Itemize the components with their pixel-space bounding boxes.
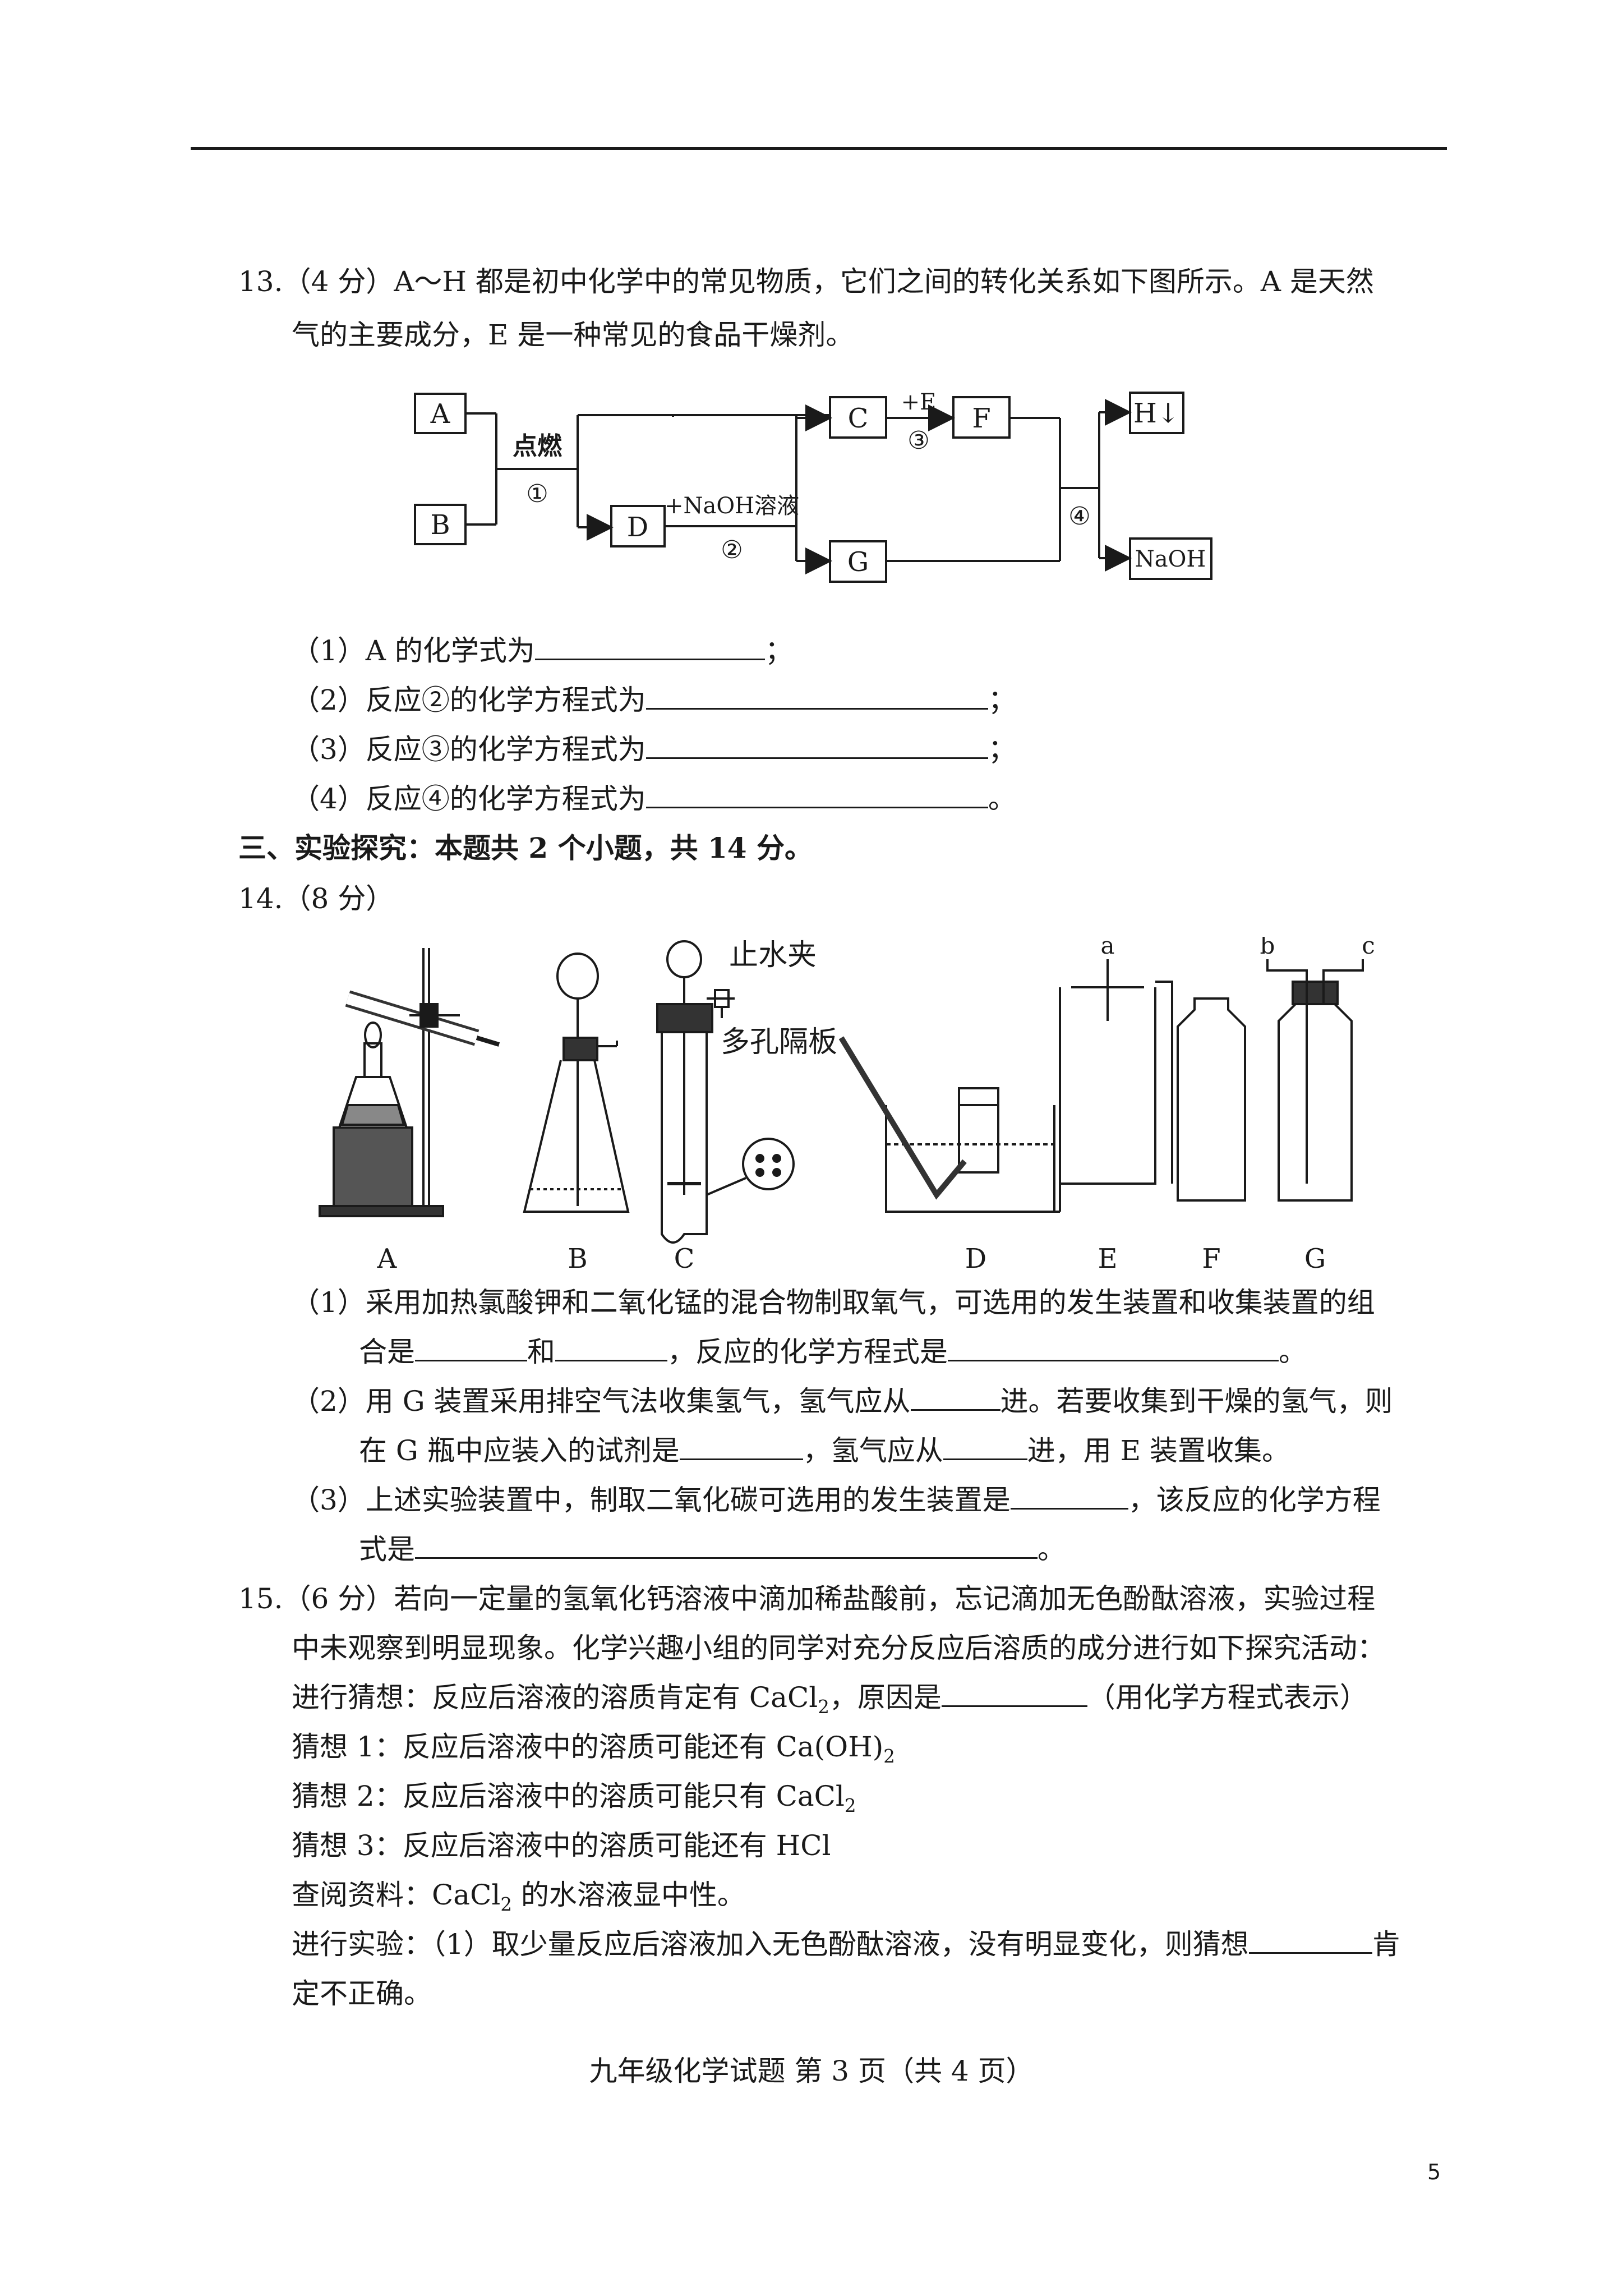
label-H: H↓ bbox=[1133, 398, 1179, 429]
q14-part2-line2: 在 G 瓶中应装入的试剂是，氢气应从进，用 E 装置收集。 bbox=[359, 1434, 1290, 1467]
label-C: C bbox=[848, 403, 869, 434]
answer-blank[interactable] bbox=[534, 636, 765, 660]
q15-experiment-line1: 进行实验：（1）取少量反应后溶液加入无色酚酞溶液，没有明显变化，则猜想肯 bbox=[292, 1928, 1400, 1961]
apparatus-label-G: G bbox=[1304, 1243, 1326, 1273]
label-plusE: +E bbox=[901, 389, 937, 415]
label-G: G bbox=[847, 546, 869, 578]
q14-apparatus-diagram: A B C D E F G 止水夹 多孔隔板 a b c bbox=[314, 932, 1436, 1276]
apparatus-A bbox=[319, 948, 500, 1217]
answer-blank[interactable] bbox=[943, 1436, 1027, 1460]
label-D: D bbox=[627, 512, 648, 543]
q15-line1: 15.（6 分）若向一定量的氢氧化钙溶液中滴加稀盐酸前，忘记滴加无色酚酞溶液，实… bbox=[238, 1582, 1376, 1615]
q14-part1-line2: 合是和，反应的化学方程式是。 bbox=[359, 1336, 1307, 1368]
apparatus-C bbox=[656, 940, 795, 1244]
apparatus-label-C: C bbox=[674, 1243, 695, 1273]
answer-blank[interactable] bbox=[948, 1337, 1279, 1361]
q14-heading: 14.（8 分） bbox=[238, 882, 394, 915]
label-porous-plate: 多孔隔板 bbox=[721, 1025, 837, 1059]
apparatus-G bbox=[1266, 959, 1364, 1202]
q15-experiment-line2: 定不正确。 bbox=[292, 1977, 432, 2010]
answer-blank[interactable] bbox=[910, 1387, 1000, 1411]
page-footer: 九年级化学试题 第 3 页（共 4 页） bbox=[589, 2055, 1034, 2087]
q15-guess1: 猜想 1：反应后溶液中的溶质可能还有 Ca(OH)2 bbox=[292, 1731, 895, 1767]
answer-blank[interactable] bbox=[941, 1683, 1087, 1707]
answer-blank[interactable] bbox=[645, 784, 988, 808]
label-stop-clip: 止水夹 bbox=[729, 938, 817, 972]
apparatus-label-F: F bbox=[1202, 1243, 1220, 1273]
label-port-c: c bbox=[1362, 937, 1375, 959]
q14-part1-line1: （1）采用加热氯酸钾和二氧化锰的混合物制取氧气，可选用的发生装置和收集装置的组 bbox=[292, 1286, 1375, 1319]
apparatus-label-E: E bbox=[1098, 1243, 1117, 1273]
label-r4: ④ bbox=[1068, 502, 1090, 531]
q15-reference-info: 查阅资料：CaCl2 的水溶液显中性。 bbox=[292, 1879, 745, 1915]
apparatus-E bbox=[1043, 959, 1156, 1213]
apparatus-F bbox=[1155, 981, 1246, 1202]
label-naoh-solution: +NaOH溶液 bbox=[665, 493, 799, 519]
label-F: F bbox=[972, 403, 990, 434]
q15-hypothesis-intro: 进行猜想：反应后溶液的溶质肯定有 CaCl2，原因是（用化学方程式表示） bbox=[292, 1681, 1368, 1718]
answer-blank[interactable] bbox=[555, 1337, 667, 1361]
answer-blank[interactable] bbox=[679, 1436, 803, 1460]
apparatus-B bbox=[523, 953, 630, 1213]
answer-blank[interactable] bbox=[1248, 1930, 1372, 1954]
q13-sub4: （4）反应④的化学方程式为。 bbox=[292, 783, 1016, 815]
q13-flow-diagram: A B D C G F H↓ NaOH 点燃 ① +NaOH溶液 ② +E ③ … bbox=[409, 387, 1239, 602]
label-NaOH: NaOH bbox=[1135, 546, 1206, 572]
apparatus-D bbox=[838, 1036, 1055, 1213]
label-r2: ② bbox=[721, 536, 743, 564]
answer-blank[interactable] bbox=[1010, 1485, 1128, 1510]
label-A: A bbox=[430, 398, 451, 430]
answer-blank[interactable] bbox=[415, 1337, 527, 1361]
top-rule bbox=[191, 147, 1447, 150]
label-r3: ③ bbox=[907, 426, 929, 455]
answer-blank[interactable] bbox=[645, 735, 988, 759]
apparatus-label-A: A bbox=[377, 1243, 398, 1273]
q15-line2: 中未观察到明显现象。化学兴趣小组的同学对充分反应后溶质的成分进行如下探究活动： bbox=[292, 1632, 1385, 1664]
apparatus-label-D: D bbox=[965, 1243, 986, 1273]
box-NaOH bbox=[1129, 537, 1212, 580]
q13-sub1: （1）A 的化学式为； bbox=[292, 634, 793, 667]
page-number: 5 bbox=[1427, 2160, 1441, 2184]
q13-sub3: （3）反应③的化学方程式为； bbox=[292, 733, 1016, 766]
q13-sub2: （2）反应②的化学方程式为； bbox=[292, 684, 1016, 716]
q14-part2-line1: （2）用 G 装置采用排空气法收集氢气，氢气应从进。若要收集到干燥的氢气，则 bbox=[292, 1385, 1393, 1418]
q15-guess2: 猜想 2：反应后溶液中的溶质可能只有 CaCl2 bbox=[292, 1780, 856, 1816]
q14-part3-line1: （3）上述实验装置中，制取二氧化碳可选用的发生装置是，该反应的化学方程 bbox=[292, 1484, 1381, 1516]
section-3-heading: 三、实验探究：本题共 2 个小题，共 14 分。 bbox=[238, 831, 813, 864]
label-port-b: b bbox=[1260, 937, 1275, 959]
q15-guess3: 猜想 3：反应后溶液中的溶质可能还有 HCl bbox=[292, 1829, 831, 1862]
q13-line2: 气的主要成分，E 是一种常见的食品干燥剂。 bbox=[292, 319, 854, 351]
label-ignite: 点燃 bbox=[513, 432, 562, 461]
apparatus-label-B: B bbox=[568, 1243, 587, 1273]
answer-blank[interactable] bbox=[645, 685, 988, 710]
box-H bbox=[1129, 392, 1184, 434]
q14-part3-line2: 式是。 bbox=[359, 1533, 1066, 1566]
q13-line1: 13.（4 分）A～H 都是初中化学中的常见物质，它们之间的转化关系如下图所示。… bbox=[238, 265, 1374, 298]
label-B: B bbox=[430, 509, 450, 541]
answer-blank[interactable] bbox=[415, 1535, 1038, 1559]
label-r1: ① bbox=[526, 480, 548, 508]
label-port-a: a bbox=[1100, 937, 1114, 959]
